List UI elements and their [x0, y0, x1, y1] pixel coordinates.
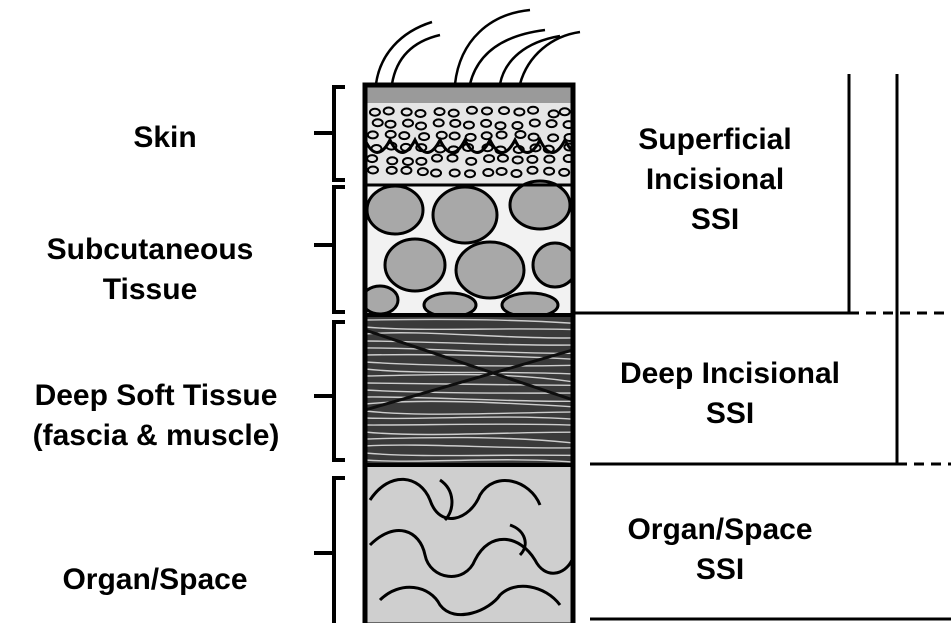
label-superficial-ssi-line-1: Superficial	[600, 120, 830, 160]
muscle-fiber	[365, 424, 573, 425]
bracket-organ-space	[334, 478, 345, 623]
fat-lobule	[510, 181, 570, 229]
label-subcutaneous-line-1: Subcutaneous	[20, 230, 280, 270]
label-organ-space: Organ/Space	[20, 560, 290, 600]
label-deep-soft-tissue-line-2: (fascia & muscle)	[0, 416, 312, 456]
fat-lobule	[385, 239, 445, 291]
label-deep-ssi-line-2: SSI	[595, 394, 865, 434]
fat-lobule	[456, 242, 524, 298]
label-superficial-ssi-line-3: SSI	[600, 200, 830, 240]
label-superficial-ssi: Superficial Incisional SSI	[600, 120, 830, 240]
label-deep-ssi: Deep Incisional SSI	[595, 354, 865, 434]
tissue-column	[362, 85, 590, 623]
label-skin: Skin	[60, 118, 270, 158]
bracket-skin	[334, 87, 345, 180]
label-organ-space-ssi-line-2: SSI	[600, 550, 840, 590]
left-brackets	[314, 87, 345, 623]
label-subcutaneous-line-2: Tissue	[20, 270, 280, 310]
label-superficial-ssi-line-2: Incisional	[600, 160, 830, 200]
bracket-deep-soft-tissue	[334, 322, 345, 460]
hair-strands	[376, 10, 580, 84]
fat-lobule	[367, 186, 423, 234]
fat-lobule	[433, 187, 497, 243]
label-organ-space-line: Organ/Space	[20, 560, 290, 600]
label-deep-ssi-line-1: Deep Incisional	[595, 354, 865, 394]
label-deep-soft-tissue: Deep Soft Tissue (fascia & muscle)	[0, 376, 312, 456]
fat-lobule	[533, 243, 577, 287]
label-subcutaneous: Subcutaneous Tissue	[20, 230, 280, 310]
bracket-subcutaneous	[334, 187, 345, 312]
label-organ-space-ssi: Organ/Space SSI	[600, 510, 840, 590]
label-skin-line: Skin	[60, 118, 270, 158]
organ-band	[365, 465, 573, 623]
label-organ-space-ssi-line-1: Organ/Space	[600, 510, 840, 550]
label-deep-soft-tissue-line-1: Deep Soft Tissue	[0, 376, 312, 416]
